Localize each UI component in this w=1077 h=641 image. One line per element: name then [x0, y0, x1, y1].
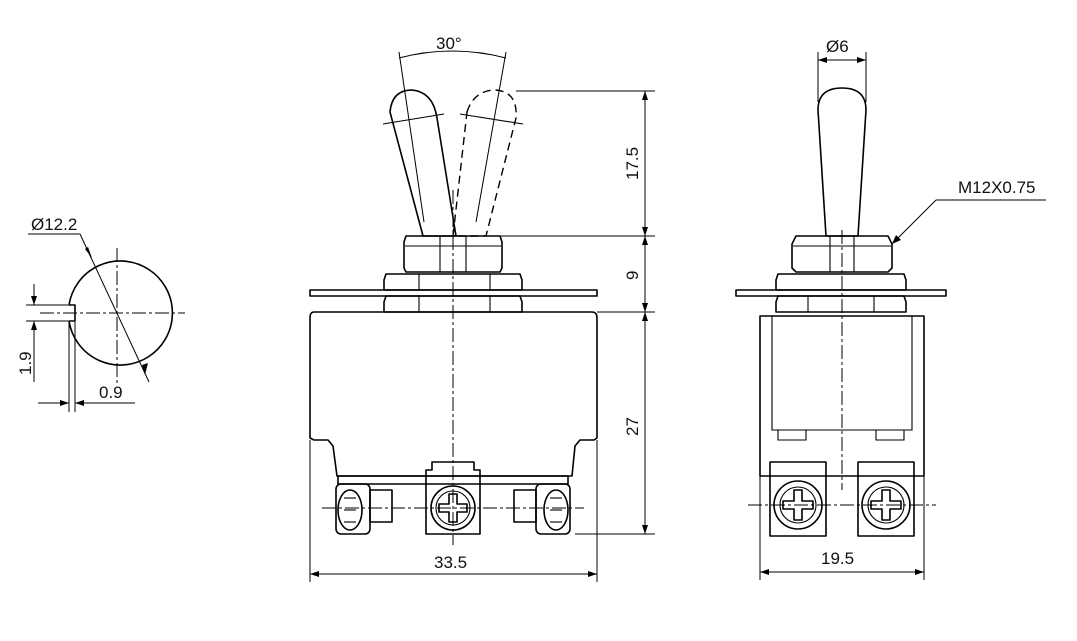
- side-washer: [775, 273, 907, 291]
- dim-arrow-6: [642, 525, 648, 534]
- angle-ext-right: [475, 51, 507, 223]
- side-terminal-left-block: [769, 461, 827, 537]
- flat-width-arrow-left: [60, 400, 69, 406]
- side-lever: [817, 87, 867, 237]
- side-width-arrow-left: [760, 569, 769, 575]
- thread-leader-arrow: [892, 235, 901, 244]
- flat-width-label: 0.9: [99, 383, 123, 402]
- lever-solid-crossmark: [382, 113, 445, 125]
- upper-nut: [403, 235, 503, 273]
- lever-solid: [389, 89, 457, 237]
- diameter-leader: [79, 233, 150, 383]
- side-view: Ø6 M12X0.75: [735, 37, 1046, 580]
- bushing-height-label: 9: [623, 271, 642, 280]
- side-body-inner: [771, 316, 913, 431]
- terminal-right-screw-head: [543, 489, 569, 531]
- terminal-left-block: [335, 483, 371, 535]
- dim-arrow-2: [642, 227, 648, 236]
- side-width-label: 19.5: [821, 549, 854, 568]
- terminal-left-shank: [369, 489, 393, 523]
- lever-dashed-crossmark: [459, 113, 524, 125]
- diameter-arrow-bottom: [142, 363, 148, 375]
- phillips-cross-icon: [782, 489, 814, 521]
- lever-height-label: 17.5: [623, 147, 642, 180]
- terminal-right-block: [535, 483, 571, 535]
- front-terminal-base: [337, 475, 569, 485]
- side-body-notches: [777, 430, 905, 441]
- dim-arrow-4: [642, 303, 648, 312]
- side-panel-plate: [735, 289, 947, 297]
- lever-diameter-label: Ø6: [826, 37, 849, 56]
- side-upper-nut: [791, 235, 893, 273]
- front-terminal-right: [513, 483, 571, 535]
- angle-label: 30°: [436, 34, 462, 53]
- shaft-profile: [68, 260, 174, 366]
- flat-arrow-top: [31, 296, 37, 305]
- lever-dia-arrow-left: [818, 57, 827, 63]
- front-terminal-left: [335, 483, 393, 535]
- dim-arrow-5: [642, 312, 648, 321]
- side-terminal-right: [857, 461, 915, 537]
- dim-arrow-3: [642, 236, 648, 245]
- side-terminal-right-block: [857, 461, 915, 537]
- lever-dashed: [452, 89, 517, 237]
- terminal-left-screw-head: [337, 489, 363, 531]
- terminal-right-shank: [513, 489, 537, 523]
- width-arrow-right: [588, 571, 597, 577]
- dim-arrow-1: [642, 91, 648, 100]
- phillips-cross-icon: [438, 493, 468, 523]
- body-width-label: 33.5: [434, 553, 467, 572]
- flat-width-arrow-right: [75, 400, 84, 406]
- body-height-label: 27: [623, 417, 642, 436]
- front-body: [309, 311, 598, 477]
- lever-dia-arrow-right: [857, 57, 866, 63]
- phillips-cross-icon: [870, 489, 902, 521]
- width-arrow-left: [310, 571, 319, 577]
- side-terminal-left: [769, 461, 827, 537]
- thread-leader: [891, 199, 937, 245]
- front-panel-plate: [309, 289, 598, 297]
- side-lower-nut: [775, 295, 907, 313]
- angle-arc: [398, 50, 507, 59]
- diameter-arrow-top: [85, 247, 92, 258]
- terminal-middle-block: [425, 461, 481, 535]
- flat-arrow-bottom: [31, 321, 37, 330]
- shaft-section-view: Ø12.2 1.9 0.9: [16, 215, 185, 412]
- angle-ext-left: [398, 51, 425, 223]
- shaft-diameter-label: Ø12.2: [31, 215, 77, 234]
- thread-label: M12X0.75: [958, 178, 1036, 197]
- flat-depth-label: 1.9: [16, 351, 35, 375]
- front-view: 30°: [309, 34, 655, 582]
- side-width-arrow-right: [915, 569, 924, 575]
